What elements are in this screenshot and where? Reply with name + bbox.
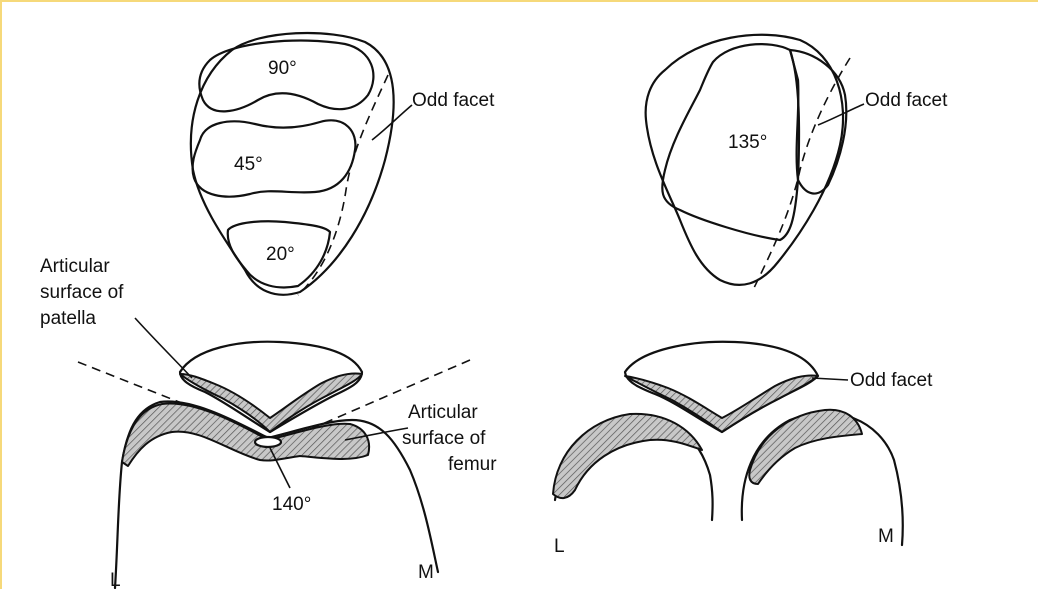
bottom-left-patella-label-3: patella (40, 308, 96, 329)
bottom-left-femur-label-2: surface of (402, 428, 486, 449)
bottom-right-medial-marker: M (878, 526, 894, 547)
top-left-angle-upper: 90° (268, 58, 297, 79)
bottom-left-joint-space (255, 437, 281, 447)
bottom-left-patella-label-2: surface of (40, 282, 124, 303)
bottom-left-patella-leader (135, 318, 192, 378)
bottom-left-angle: 140° (272, 494, 311, 515)
bottom-right-lateral-marker: L (554, 536, 565, 557)
top-right-odd-facet-boundary (752, 58, 850, 292)
bottom-left-medial-marker: M (418, 562, 434, 583)
bottom-right-section: Odd facet L M (553, 342, 933, 557)
bottom-right-odd-facet-label: Odd facet (850, 370, 933, 391)
top-left-odd-facet-leader (372, 105, 412, 140)
top-right-patella-outline (646, 35, 843, 285)
bottom-left-femur-label-1: Articular (408, 402, 478, 423)
bottom-right-medial-cartilage (749, 410, 862, 484)
top-right-odd-facet-label: Odd facet (865, 90, 948, 111)
bottom-left-femur-label-3: femur (448, 454, 497, 475)
top-left-odd-facet-label: Odd facet (412, 90, 495, 111)
top-left-patella: 90° 45° 20° Odd facet (191, 33, 495, 295)
bottom-left-section: Articular surface of patella Articular s… (40, 256, 497, 589)
top-right-odd-facet-leader (818, 104, 864, 125)
top-left-angle-lower: 20° (266, 244, 295, 265)
bottom-left-lateral-marker: L (110, 570, 121, 589)
bottom-right-odd-facet-leader (812, 378, 848, 380)
top-right-patella: 135° Odd facet (646, 35, 948, 292)
top-right-angle-central: 135° (728, 132, 767, 153)
bottom-right-lateral-cartilage (553, 414, 702, 498)
top-left-angle-middle: 45° (234, 154, 263, 175)
top-left-facet-middle (193, 120, 356, 196)
bottom-left-patella-label-1: Articular (40, 256, 110, 277)
